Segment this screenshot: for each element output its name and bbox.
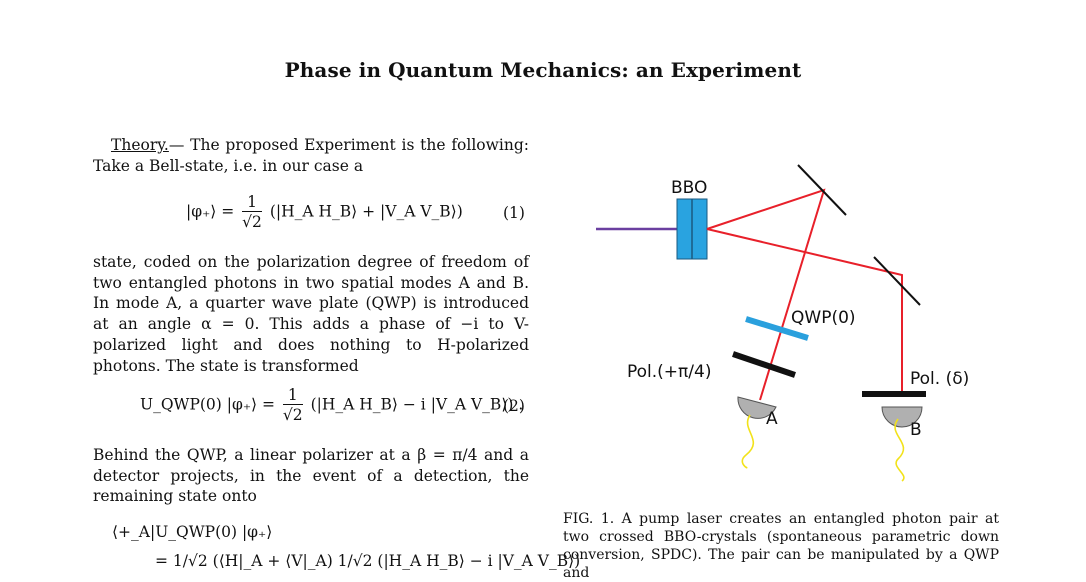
label-qwp: QWP(0) [791,308,856,328]
eq1-rhs: (|H_A H_B⟩ + |V_A V_B⟩) [269,202,463,221]
eq2-frac-num: 1 [282,386,303,405]
fiber-a [741,414,755,469]
eq2-lhs: U_QWP(0) |φ₊⟩ = [140,395,275,414]
mirror-b [873,256,921,306]
figure-caption: FIG. 1. A pump laser creates an entangle… [563,511,999,581]
beam-mode-a [706,188,826,401]
state-paragraph: state, coded on the polarization degree … [93,253,529,375]
eq2-fraction: 1 √2 [282,386,303,425]
equation-2-number: (2) [503,397,525,415]
equation-1-number: (1) [503,204,525,222]
eq2-frac-den: √2 [282,406,303,424]
paper-title: Phase in Quantum Mechanics: an Experimen… [284,58,802,82]
beam-mode-b [706,228,903,395]
theory-text: — The proposed Experiment is the followi… [93,136,529,175]
mirror-a [797,164,847,216]
detector-a [737,396,777,419]
fiber-b [894,418,905,482]
label-bbo: BBO [671,178,707,198]
polarizer-paragraph: Behind the QWP, a linear polarizer at a … [93,446,529,506]
equation-3-line-1: ⟨+_A|U_QWP(0) |φ₊⟩ [112,523,273,541]
section-heading: Theory. [111,136,169,154]
polarizer-a [732,351,796,378]
label-detector-b: B [910,420,922,440]
qwp-plate [745,316,809,341]
label-pol-b: Pol. (δ) [910,369,969,389]
label-detector-a: A [766,409,778,429]
experiment-figure: BBO QWP(0) Pol.(+π/4) Pol. (δ) A B [596,164,969,482]
eq1-frac-den: √2 [242,213,262,231]
theory-paragraph: Theory.— The proposed Experiment is the … [93,135,529,176]
equation-3-line-2: = 1/√2 (⟨H|_A + ⟨V|_A) 1/√2 (|H_A H_B⟩ −… [155,552,581,570]
equation-1: |φ₊⟩ = 1 √2 (|H_A H_B⟩ + |V_A V_B⟩) [186,193,463,232]
equation-2: U_QWP(0) |φ₊⟩ = 1 √2 (|H_A H_B⟩ − i |V_A… [140,386,523,425]
label-pol-a: Pol.(+π/4) [627,362,711,382]
eq2-rhs: (|H_A H_B⟩ − i |V_A V_B⟩) . [310,395,524,414]
eq1-fraction: 1 √2 [242,193,262,232]
eq1-lhs: |φ₊⟩ = [186,202,235,221]
eq1-frac-num: 1 [242,193,262,212]
detector-b [881,406,923,428]
